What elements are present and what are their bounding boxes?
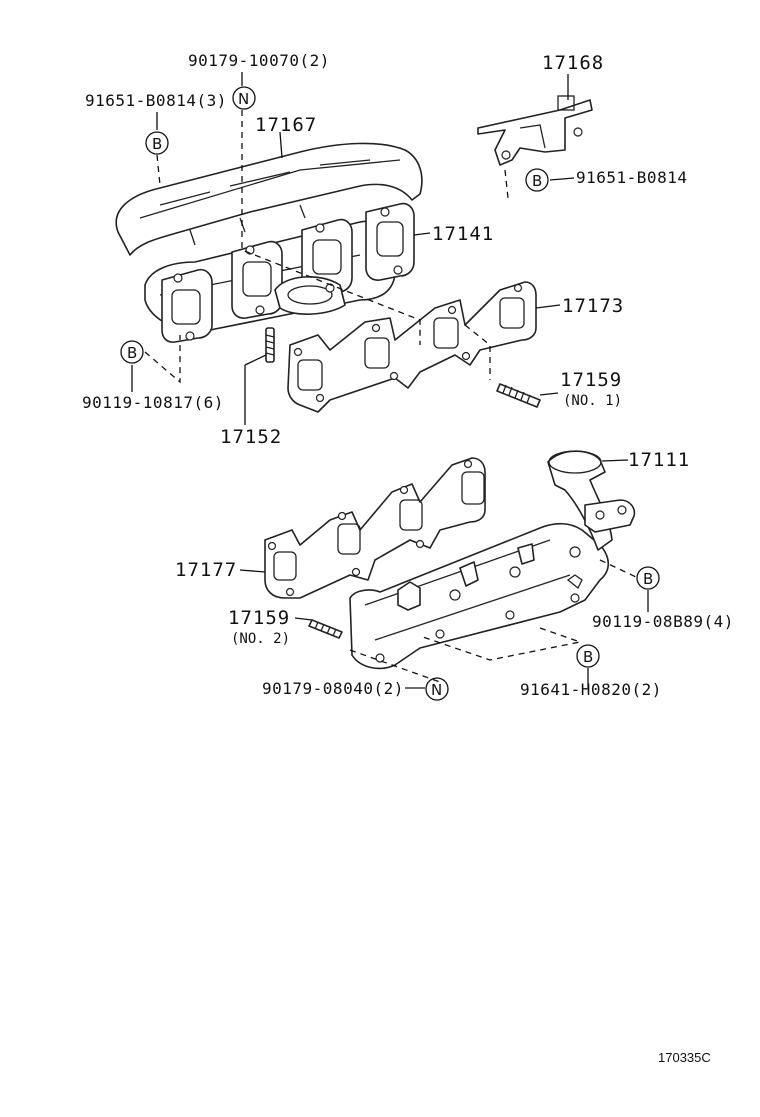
exhaust-manifold-17141 bbox=[144, 202, 415, 343]
label-90179-08040: 90179-08040(2) bbox=[262, 679, 404, 698]
label-91651-b0814-3: 91651-B0814(3) bbox=[85, 91, 227, 110]
marker-b-bracket: B bbox=[525, 168, 549, 192]
label-17177: 17177 bbox=[175, 559, 237, 581]
label-90119-10817: 90119-10817(6) bbox=[82, 393, 224, 412]
part-labels: 90179-10070(2) 91651-B0814(3) 17167 1716… bbox=[82, 51, 734, 1065]
reference-code: 170335C bbox=[658, 1050, 711, 1065]
svg-text:B: B bbox=[583, 648, 593, 666]
label-17141: 17141 bbox=[432, 223, 494, 245]
label-17173: 17173 bbox=[562, 295, 624, 317]
label-90179-10070: 90179-10070(2) bbox=[188, 51, 330, 70]
label-17159-no2: 17159 bbox=[228, 607, 290, 629]
label-17159-no2-note: (NO. 2) bbox=[231, 631, 290, 647]
label-17111: 17111 bbox=[628, 449, 690, 471]
circle-markers: N B B B B B N bbox=[120, 86, 660, 701]
gasket-17177 bbox=[264, 457, 486, 599]
label-17159-no1-note: (NO. 1) bbox=[563, 393, 622, 409]
marker-b-right: B bbox=[636, 566, 660, 590]
label-17152: 17152 bbox=[220, 426, 282, 448]
marker-n-bottom: N bbox=[425, 677, 449, 701]
svg-text:N: N bbox=[431, 681, 442, 699]
svg-text:B: B bbox=[532, 172, 542, 190]
leader-lines bbox=[131, 72, 649, 689]
stud-17159-no1 bbox=[496, 383, 541, 408]
label-90119-08b89: 90119-08B89(4) bbox=[592, 612, 734, 631]
label-91641-h0820: 91641-H0820(2) bbox=[520, 680, 662, 699]
svg-text:N: N bbox=[238, 90, 249, 108]
label-17168: 17168 bbox=[542, 52, 604, 74]
label-17159-no1: 17159 bbox=[560, 369, 622, 391]
bracket-17168 bbox=[477, 95, 593, 166]
svg-text:B: B bbox=[152, 135, 162, 153]
heat-insulator-17167 bbox=[115, 142, 423, 256]
marker-b-bottom: B bbox=[576, 644, 600, 668]
stud-17152 bbox=[265, 327, 275, 363]
gasket-17173 bbox=[287, 281, 537, 413]
marker-b-left: B bbox=[120, 340, 144, 364]
svg-text:B: B bbox=[127, 344, 137, 362]
svg-text:B: B bbox=[643, 570, 653, 588]
marker-n-top: N bbox=[232, 86, 256, 110]
stud-17159-no2 bbox=[308, 619, 343, 639]
marker-b-top-left: B bbox=[145, 131, 169, 155]
label-91651-b0814: 91651-B0814 bbox=[576, 168, 687, 187]
label-17167: 17167 bbox=[255, 114, 317, 136]
intake-manifold-17111 bbox=[349, 450, 636, 670]
